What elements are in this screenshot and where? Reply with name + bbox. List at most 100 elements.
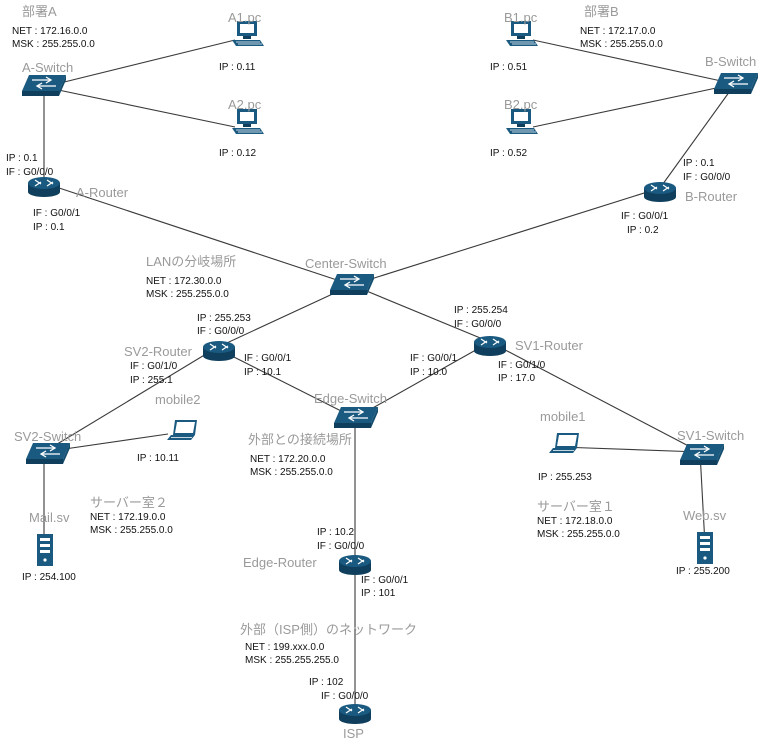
device-label: mobile1 <box>540 409 586 424</box>
link-bswitch-brouter <box>659 83 736 189</box>
router-icon <box>27 176 61 198</box>
segment-server-room2: サーバー室２ NET : 172.19.0.0 MSK : 255.255.0.… <box>90 495 173 536</box>
interface-ip: IP : 0.1 <box>6 153 38 164</box>
interface-name: IF : G0/0/0 <box>683 172 731 183</box>
segment-title: サーバー室２ <box>90 495 168 510</box>
device-label: A-Router <box>76 185 129 200</box>
interface-name: IF : G0/1/0 <box>498 360 546 371</box>
segment-mask: MSK : 255.255.0.0 <box>90 525 173 536</box>
mail-server[interactable]: Mail.sv IP : 254.100 <box>22 510 76 583</box>
link-bswitch-b1pc <box>532 39 736 85</box>
segment-mask: MSK : 255.255.0.0 <box>580 39 663 50</box>
interface-name: IF : G0/0/1 <box>33 208 81 219</box>
segment-mask: MSK : 255.255.255.0 <box>245 655 339 666</box>
mobile1[interactable]: mobile1 IP : 255.253 <box>538 409 592 483</box>
router-icon <box>643 181 677 203</box>
pc-icon <box>505 108 539 135</box>
segment-title: サーバー室１ <box>537 499 615 514</box>
links <box>43 39 736 710</box>
sv2-switch[interactable]: SV2-Switch <box>14 429 81 465</box>
device-label: B-Switch <box>705 54 756 69</box>
a-switch[interactable]: A-Switch <box>21 60 73 97</box>
link-sv1switch-mobile1 <box>559 446 701 453</box>
segment-dept-a: 部署A NET : 172.16.0.0 MSK : 255.255.0.0 <box>12 4 95 50</box>
device-label: A1.pc <box>228 10 262 25</box>
segment-net: NET : 172.19.0.0 <box>90 512 166 523</box>
device-label: Edge-Router <box>243 555 317 570</box>
segment-title: 外部（ISP側）のネットワーク <box>240 622 417 637</box>
isp-router[interactable]: ISP IP : 102 IF : G0/0/0 <box>309 677 372 741</box>
device-ip: IP : 0.52 <box>490 148 528 159</box>
interface-ip: IP : 255.1 <box>130 375 173 386</box>
router-icon <box>338 703 372 725</box>
edge-switch[interactable]: Edge-Switch <box>314 391 387 429</box>
server-icon <box>37 534 53 566</box>
interface-name: IF : G0/0/0 <box>321 691 369 702</box>
link-arouter-center <box>43 182 353 286</box>
device-label: mobile2 <box>155 392 201 407</box>
interface-ip: IP : 102 <box>309 677 344 688</box>
web-server[interactable]: Web.sv IP : 255.200 <box>676 508 730 577</box>
interface-ip: IP : 10.0 <box>410 367 448 378</box>
edge-router[interactable]: Edge-Router IP : 10.2 IF : G0/0/0 IF : G… <box>243 527 409 599</box>
link-bswitch-b2pc <box>532 83 736 128</box>
interface-name: IF : G0/0/0 <box>454 319 502 330</box>
segment-mask: MSK : 255.255.0.0 <box>537 529 620 540</box>
interface-ip: IP : 0.1 <box>683 158 715 169</box>
device-label: Center-Switch <box>305 256 387 271</box>
router-icon <box>202 340 236 362</box>
device-label: ISP <box>343 726 364 741</box>
segment-mask: MSK : 255.255.0.0 <box>12 39 95 50</box>
device-label: SV2-Switch <box>14 429 81 444</box>
interface-ip: IP : 0.1 <box>33 222 65 233</box>
interface-ip: IP : 255.253 <box>197 313 251 324</box>
device-label: A-Switch <box>22 60 73 75</box>
device-ip: IP : 255.253 <box>538 472 592 483</box>
laptop-icon <box>166 419 198 441</box>
switch-icon <box>21 74 67 97</box>
link-center-sv1router <box>351 284 491 343</box>
sv1-router[interactable]: SV1-Router IP : 255.254 IF : G0/0/0 IF :… <box>410 305 584 384</box>
segment-net: NET : 172.20.0.0 <box>250 454 326 465</box>
segment-title: 部署A <box>22 4 57 19</box>
device-ip: IP : 255.200 <box>676 566 730 577</box>
a1-pc[interactable]: A1.pc IP : 0.11 <box>219 10 265 73</box>
b-router[interactable]: B-Router IP : 0.1 IF : G0/0/0 IF : G0/0/… <box>621 158 738 236</box>
interface-name: IF : G0/0/1 <box>244 353 292 364</box>
device-ip: IP : 254.100 <box>22 572 76 583</box>
b2-pc[interactable]: B2.pc IP : 0.52 <box>490 97 539 159</box>
interface-name: IF : G0/0/1 <box>621 211 669 222</box>
segment-dept-b: 部署B NET : 172.17.0.0 MSK : 255.255.0.0 <box>580 4 663 50</box>
segment-title: 部署B <box>584 4 619 19</box>
interface-name: IF : G0/0/0 <box>197 326 245 337</box>
device-label: B1.pc <box>504 10 538 25</box>
center-switch[interactable]: Center-Switch <box>305 256 387 296</box>
interface-ip: IP : 101 <box>361 588 396 599</box>
link-center-sv2router <box>215 284 353 349</box>
switch-icon <box>25 442 71 465</box>
b1-pc[interactable]: B1.pc IP : 0.51 <box>490 10 539 73</box>
switch-icon <box>679 443 725 466</box>
segment-mask: MSK : 255.255.0.0 <box>146 289 229 300</box>
device-label: B2.pc <box>504 97 538 112</box>
sv2-router[interactable]: SV2-Router IP : 255.253 IF : G0/0/0 IF :… <box>124 313 292 386</box>
link-aswitch-a1pc <box>43 39 236 88</box>
b-switch[interactable]: B-Switch <box>705 54 759 95</box>
sv1-switch[interactable]: SV1-Switch <box>677 428 744 466</box>
server-icon <box>697 532 713 564</box>
a2-pc[interactable]: A2.pc IP : 0.12 <box>219 97 265 159</box>
segment-isp-network: 外部（ISP側）のネットワーク NET : 199.xxx.0.0 MSK : … <box>240 622 417 666</box>
interface-name: IF : G0/0/0 <box>6 167 54 178</box>
device-label: SV1-Switch <box>677 428 744 443</box>
laptop-icon <box>548 432 580 454</box>
segment-server-room1: サーバー室１ NET : 172.18.0.0 MSK : 255.255.0.… <box>537 499 620 540</box>
router-icon <box>473 335 507 357</box>
a-router[interactable]: A-Router IP : 0.1 IF : G0/0/0 IF : G0/0/… <box>6 153 129 233</box>
interface-name: IF : G0/0/1 <box>410 353 458 364</box>
link-sv2router-edgeswitch <box>215 347 356 419</box>
mobile2[interactable]: mobile2 IP : 10.11 <box>137 392 201 464</box>
device-ip: IP : 0.11 <box>219 62 256 73</box>
interface-ip: IP : 10.1 <box>244 367 282 378</box>
interface-ip: IP : 17.0 <box>498 373 536 384</box>
